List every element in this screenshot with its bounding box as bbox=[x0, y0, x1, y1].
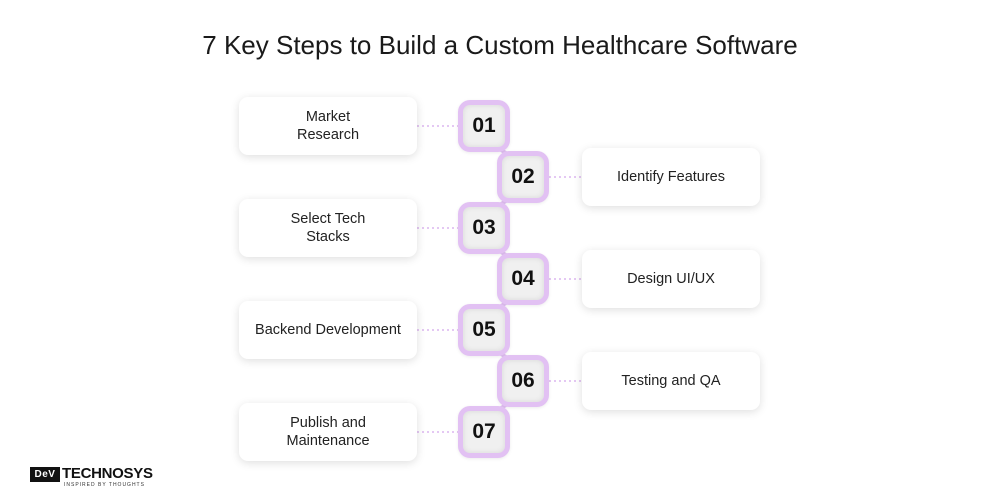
step-label: Backend Development bbox=[255, 322, 401, 338]
step-badge-04: 04 bbox=[497, 253, 549, 305]
step-label: Select Tech Stacks bbox=[290, 211, 366, 245]
brand-logo: DeV TECHNOSYS INSPIRED BY THOUGHTS bbox=[30, 465, 153, 491]
step-number: 07 bbox=[472, 420, 496, 443]
step-number: 04 bbox=[511, 267, 535, 290]
step-card-01: Market Research bbox=[239, 97, 417, 155]
logo-wordmark: TECHNOSYS bbox=[62, 465, 153, 482]
step-label: Publish and Maintenance bbox=[286, 415, 370, 449]
step-card-05: Backend Development bbox=[239, 301, 417, 359]
step-number: 01 bbox=[472, 114, 496, 137]
step-card-02: Identify Features bbox=[582, 148, 760, 206]
step-label: Identify Features bbox=[617, 169, 725, 185]
step-card-04: Design UI/UX bbox=[582, 250, 760, 308]
step-card-06: Testing and QA bbox=[582, 352, 760, 410]
step-badge-02: 02 bbox=[497, 151, 549, 203]
step-card-03: Select Tech Stacks bbox=[239, 199, 417, 257]
step-label: Market Research bbox=[296, 109, 360, 143]
step-number: 03 bbox=[472, 216, 496, 239]
step-badge-06: 06 bbox=[497, 355, 549, 407]
step-badge-05: 05 bbox=[458, 304, 510, 356]
step-number: 05 bbox=[472, 318, 496, 341]
logo-mark: DeV bbox=[30, 467, 60, 482]
step-badge-07: 07 bbox=[458, 406, 510, 458]
step-label: Testing and QA bbox=[621, 373, 721, 389]
logo-tagline: INSPIRED BY THOUGHTS bbox=[64, 482, 145, 488]
step-number: 06 bbox=[511, 369, 535, 392]
diagram-title: 7 Key Steps to Build a Custom Healthcare… bbox=[202, 30, 798, 60]
step-badge-01: 01 bbox=[458, 100, 510, 152]
step-label: Design UI/UX bbox=[627, 271, 715, 287]
step-number: 02 bbox=[511, 165, 535, 188]
step-card-07: Publish and Maintenance bbox=[239, 403, 417, 461]
step-badge-03: 03 bbox=[458, 202, 510, 254]
